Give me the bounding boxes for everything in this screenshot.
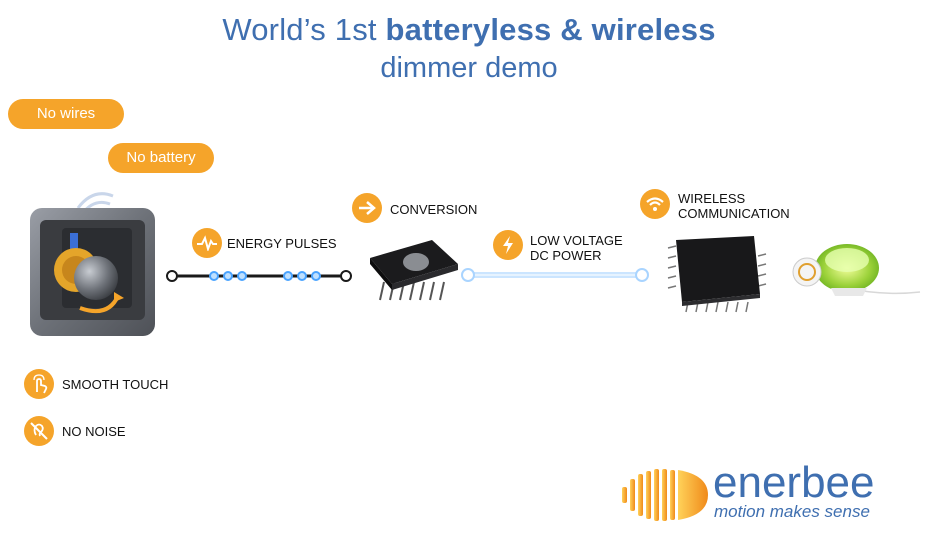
dc-power-wire [461, 268, 649, 282]
energy-pulses-label: ENERGY PULSES [227, 236, 337, 251]
title-prefix: World’s 1st [222, 12, 386, 47]
wireless-label: WIRELESS COMMUNICATION [678, 191, 790, 221]
low-voltage-line2: DC POWER [530, 248, 602, 263]
wireless-chip-image [667, 236, 767, 313]
wireless-line2: COMMUNICATION [678, 206, 790, 221]
pulse-wire [166, 270, 352, 282]
arrow-right-icon [352, 193, 382, 223]
page-subtitle: dimmer demo [380, 52, 558, 84]
wireless-line1: WIRELESS [678, 191, 746, 206]
no-wires-badge: No wires [8, 99, 124, 129]
no-noise-label: NO NOISE [62, 424, 126, 439]
wifi-icon [640, 189, 670, 219]
low-voltage-label: LOW VOLTAGE DC POWER [530, 233, 623, 263]
enerbee-logo-tagline: motion makes sense [714, 502, 870, 521]
touch-icon [24, 369, 54, 399]
conversion-chip-image [370, 240, 458, 301]
no-noise-icon [24, 416, 54, 446]
lamp-image [792, 244, 921, 296]
title-bold: batteryless & wireless [385, 12, 716, 47]
enerbee-logo-name: enerbee [713, 458, 875, 507]
enerbee-logo-mark [622, 469, 708, 521]
dimmer-switch-image [30, 192, 155, 336]
no-battery-badge: No battery [108, 143, 214, 173]
pulse-icon [192, 228, 222, 258]
smooth-touch-label: SMOOTH TOUCH [62, 377, 169, 392]
conversion-label: CONVERSION [390, 202, 478, 217]
lightning-icon [493, 230, 523, 260]
low-voltage-line1: LOW VOLTAGE [530, 233, 623, 248]
page-title: World’s 1st batteryless & wireless [0, 12, 938, 48]
